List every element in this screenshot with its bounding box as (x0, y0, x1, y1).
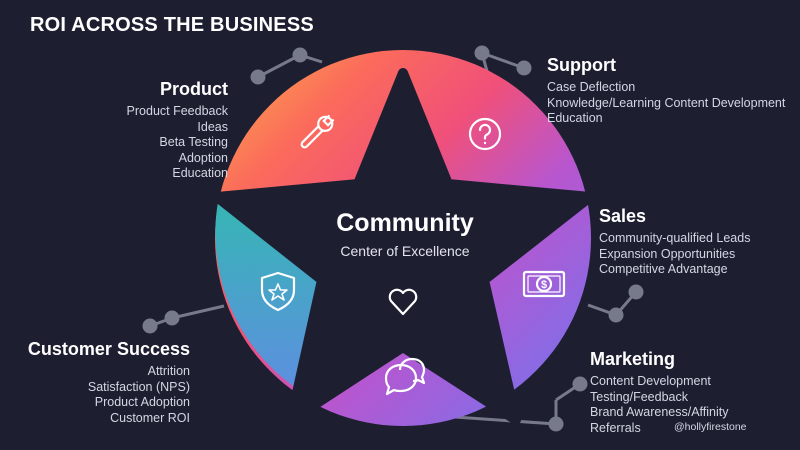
customer-success-title: Customer Success (27, 339, 190, 359)
center-subtitle: Center of Excellence (340, 243, 470, 259)
support-title: Support (547, 55, 616, 75)
support-items: Case Deflection Knowledge/Learning Conte… (547, 80, 785, 127)
sales-items: Community-qualified Leads Expansion Oppo… (599, 231, 750, 278)
center-title: Community (336, 209, 474, 237)
list-item: Case Deflection (547, 80, 636, 94)
list-item: Content Development (590, 374, 711, 388)
chat-bubbles-icon (384, 357, 426, 396)
wrench-icon (300, 114, 335, 149)
sales-connector (587, 284, 644, 323)
list-item: Satisfaction (NPS) (87, 379, 190, 394)
ring-left-segment (215, 202, 322, 388)
sales-title: Sales (599, 206, 647, 226)
list-item: Attrition (147, 364, 190, 378)
product-connector (250, 47, 323, 85)
community-star (212, 68, 595, 425)
list-item: Product Adoption (94, 395, 190, 410)
list-item: Expansion Opportunities (599, 246, 736, 261)
support-group: Support Case Deflection Knowledge/Learni… (547, 54, 785, 127)
shield-star-icon (260, 271, 296, 312)
diagram-title: ROI ACROSS THE BUSINESS (30, 14, 314, 36)
list-item: Education (547, 111, 603, 126)
list-item: Education (172, 166, 228, 181)
marketing-group: Marketing Content Development Testing/Fe… (590, 348, 729, 436)
list-item: Adoption (178, 150, 228, 165)
question-circle-icon (468, 117, 502, 151)
list-item: Customer ROI (110, 410, 190, 425)
list-item: Product Feedback (126, 104, 228, 118)
customer-success-connector (142, 304, 225, 334)
customer-success-items: Attrition Satisfaction (NPS) Product Ado… (28, 364, 190, 426)
list-item: Competitive Advantage (599, 262, 728, 277)
dollar-sign: $ (541, 279, 547, 291)
product-group: Product Product Feedback Ideas Beta Test… (127, 78, 228, 182)
customer-success-group: Customer Success Attrition Satisfaction … (28, 338, 190, 426)
sales-group: Sales Community-qualified Leads Expansio… (599, 205, 750, 278)
center-block: Community Center of Excellence (305, 209, 505, 259)
product-title: Product (159, 79, 228, 99)
list-item: Ideas (197, 119, 228, 134)
list-item: Brand Awareness/Affinity (590, 405, 729, 420)
marketing-items: Content Development Testing/Feedback Bra… (590, 374, 729, 436)
marketing-title: Marketing (590, 349, 676, 369)
list-item: Community-qualified Leads (599, 231, 751, 245)
list-item: Knowledge/Learning Content Development (547, 95, 786, 110)
product-items: Product Feedback Ideas Beta Testing Adop… (127, 104, 228, 182)
list-item: Referrals (590, 420, 641, 435)
dollar-bill-icon (522, 270, 566, 298)
heart-icon (388, 288, 418, 316)
connectors (142, 45, 644, 432)
list-item: Beta Testing (159, 135, 228, 150)
list-item: Testing/Feedback (590, 389, 688, 404)
author-credit: @hollyfirestone (674, 421, 747, 433)
